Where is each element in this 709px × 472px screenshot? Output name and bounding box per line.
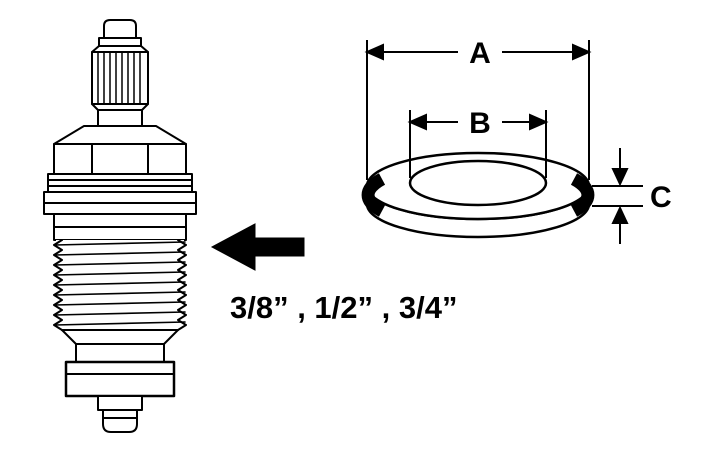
dim-a-arrowhead-right: [572, 43, 592, 61]
valve-top-cap: [103, 19, 137, 39]
valve-cartridge-drawing: [43, 19, 197, 433]
dim-c-arrowhead-up: [611, 205, 629, 224]
dim-a-arrowhead-left: [364, 43, 384, 61]
valve-tail-stem: [97, 395, 143, 411]
valve-knurl-lines: [97, 51, 141, 105]
dimension-a: A: [364, 37, 592, 180]
valve-knurl-body: [91, 51, 149, 105]
dim-b-arrowhead-right: [529, 113, 549, 131]
washer-rim-shade-left: [361, 173, 386, 217]
valve-lower-stem: [75, 343, 165, 363]
valve-tail-nub: [102, 409, 138, 433]
valve-neck: [97, 109, 143, 127]
valve-thread-lines: [54, 241, 186, 326]
washer-ring-drawing: [361, 151, 595, 239]
valve-thread-right-edge: [177, 239, 187, 331]
valve-hex-nut: [53, 125, 187, 175]
dim-a-label: A: [469, 37, 491, 70]
dim-c-arrowhead-down: [611, 168, 629, 187]
left-arrow-icon: [210, 223, 305, 271]
valve-cap-flange: [98, 37, 142, 47]
dim-c-label: C: [650, 181, 672, 214]
valve-jumper-washer: [64, 360, 176, 398]
valve-thread-left-edge: [53, 239, 63, 331]
valve-lower-transition: [61, 329, 179, 345]
dimension-c: C: [592, 148, 672, 244]
dim-b-label: B: [469, 107, 491, 140]
dimension-b: B: [407, 107, 549, 178]
valve-gasket-stack: [47, 173, 193, 193]
dim-b-arrowhead-left: [407, 113, 427, 131]
washer-rim-shade-right: [570, 173, 595, 217]
washer-inner-ellipse: [408, 159, 548, 207]
sizes-label: 3/8” , 1/2” , 3/4”: [230, 290, 457, 325]
